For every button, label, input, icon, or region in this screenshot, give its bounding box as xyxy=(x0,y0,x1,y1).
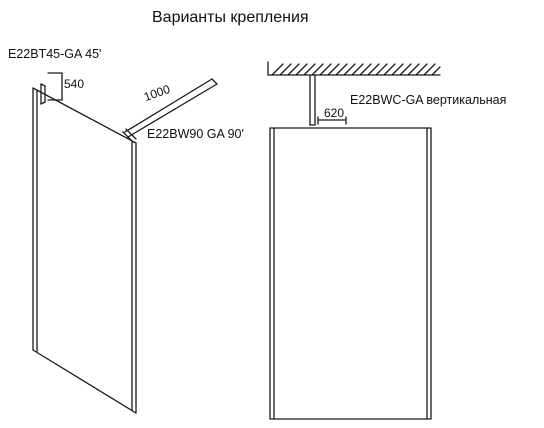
bracket-45-icon xyxy=(40,83,46,105)
vertical-rod-label: E22BWC-GA вертикальная xyxy=(350,93,507,107)
bar-90-label: E22BW90 GA 90' xyxy=(147,127,244,141)
wall-bar-90 xyxy=(122,78,218,143)
dimension-620-label: 620 xyxy=(324,106,345,120)
dimension-540-label: 540 xyxy=(64,77,85,91)
ceiling-hatch xyxy=(267,61,441,76)
right-glass-panel xyxy=(269,127,432,420)
dimension-540-marker xyxy=(47,72,63,101)
ceiling-rod xyxy=(309,74,316,126)
bracket-45-label: E22BT45-GA 45' xyxy=(8,47,102,61)
diagram-title: Варианты крепления xyxy=(152,9,309,26)
left-glass-panel xyxy=(32,87,137,414)
dimension-620-marker xyxy=(317,116,347,125)
